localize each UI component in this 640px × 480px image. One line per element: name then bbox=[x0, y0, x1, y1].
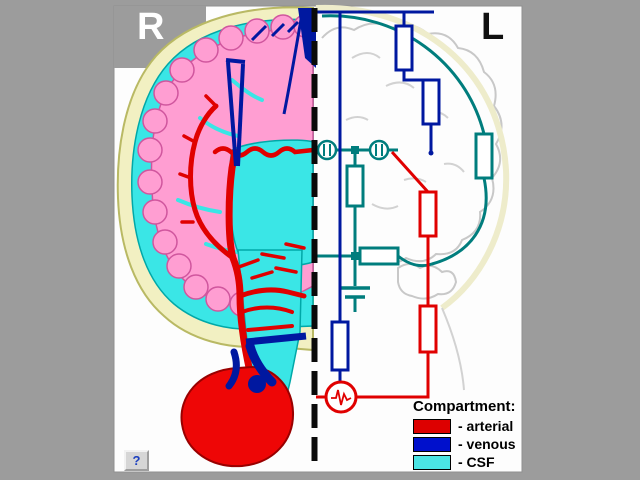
help-button[interactable]: ? bbox=[124, 450, 149, 471]
resistor-csf-2 bbox=[345, 164, 365, 208]
ecg-waveform bbox=[331, 389, 352, 406]
resistor-arterial-2 bbox=[418, 304, 438, 354]
arterial-circuit bbox=[316, 150, 438, 414]
resistor-venous-2 bbox=[421, 78, 441, 126]
transverse-sinus bbox=[245, 332, 307, 346]
legend-label-csf: - CSF bbox=[458, 454, 495, 470]
junction-node bbox=[351, 146, 359, 154]
csf-color-swatch bbox=[413, 454, 451, 470]
label-right-hemisphere: R bbox=[137, 6, 165, 48]
resistor-venous-3 bbox=[330, 320, 350, 372]
great-vessels bbox=[225, 341, 277, 390]
neck-outline-right bbox=[441, 307, 465, 391]
anatomy-illustration bbox=[116, 6, 317, 468]
junction-node bbox=[351, 252, 359, 260]
csf-circuit bbox=[316, 14, 494, 312]
legend-row-csf: - CSF bbox=[413, 454, 523, 470]
legend-label-arterial: - arterial bbox=[458, 418, 514, 434]
resistor-csf-3 bbox=[358, 246, 400, 266]
resistor-csf-1 bbox=[474, 132, 494, 180]
faint-cerebellum-outline bbox=[397, 263, 458, 300]
heart bbox=[180, 341, 295, 468]
schematic-diagram bbox=[315, 4, 510, 414]
venous-circuit bbox=[316, 10, 441, 382]
legend-title: Compartment: bbox=[413, 398, 516, 415]
legend: Compartment: - arterial - venous - CSF bbox=[413, 398, 523, 470]
skull-edge-right bbox=[315, 4, 510, 311]
resistor-venous-1 bbox=[394, 24, 414, 72]
venous-color-swatch bbox=[413, 436, 451, 452]
arterial-tree bbox=[178, 94, 316, 376]
legend-row-venous: - venous bbox=[413, 436, 523, 452]
resistor-arterial-1 bbox=[418, 190, 438, 238]
valve-symbol bbox=[368, 139, 390, 161]
legend-label-venous: - venous bbox=[458, 436, 516, 452]
legend-row-arterial: - arterial bbox=[413, 418, 523, 434]
valve-symbol bbox=[316, 139, 338, 161]
middle-cerebral-artery bbox=[212, 146, 316, 158]
internal-cerebral-veins bbox=[225, 20, 300, 167]
label-left-hemisphere: L bbox=[481, 6, 505, 48]
arterial-color-swatch bbox=[413, 418, 451, 434]
heart-pump-symbol bbox=[324, 380, 358, 414]
